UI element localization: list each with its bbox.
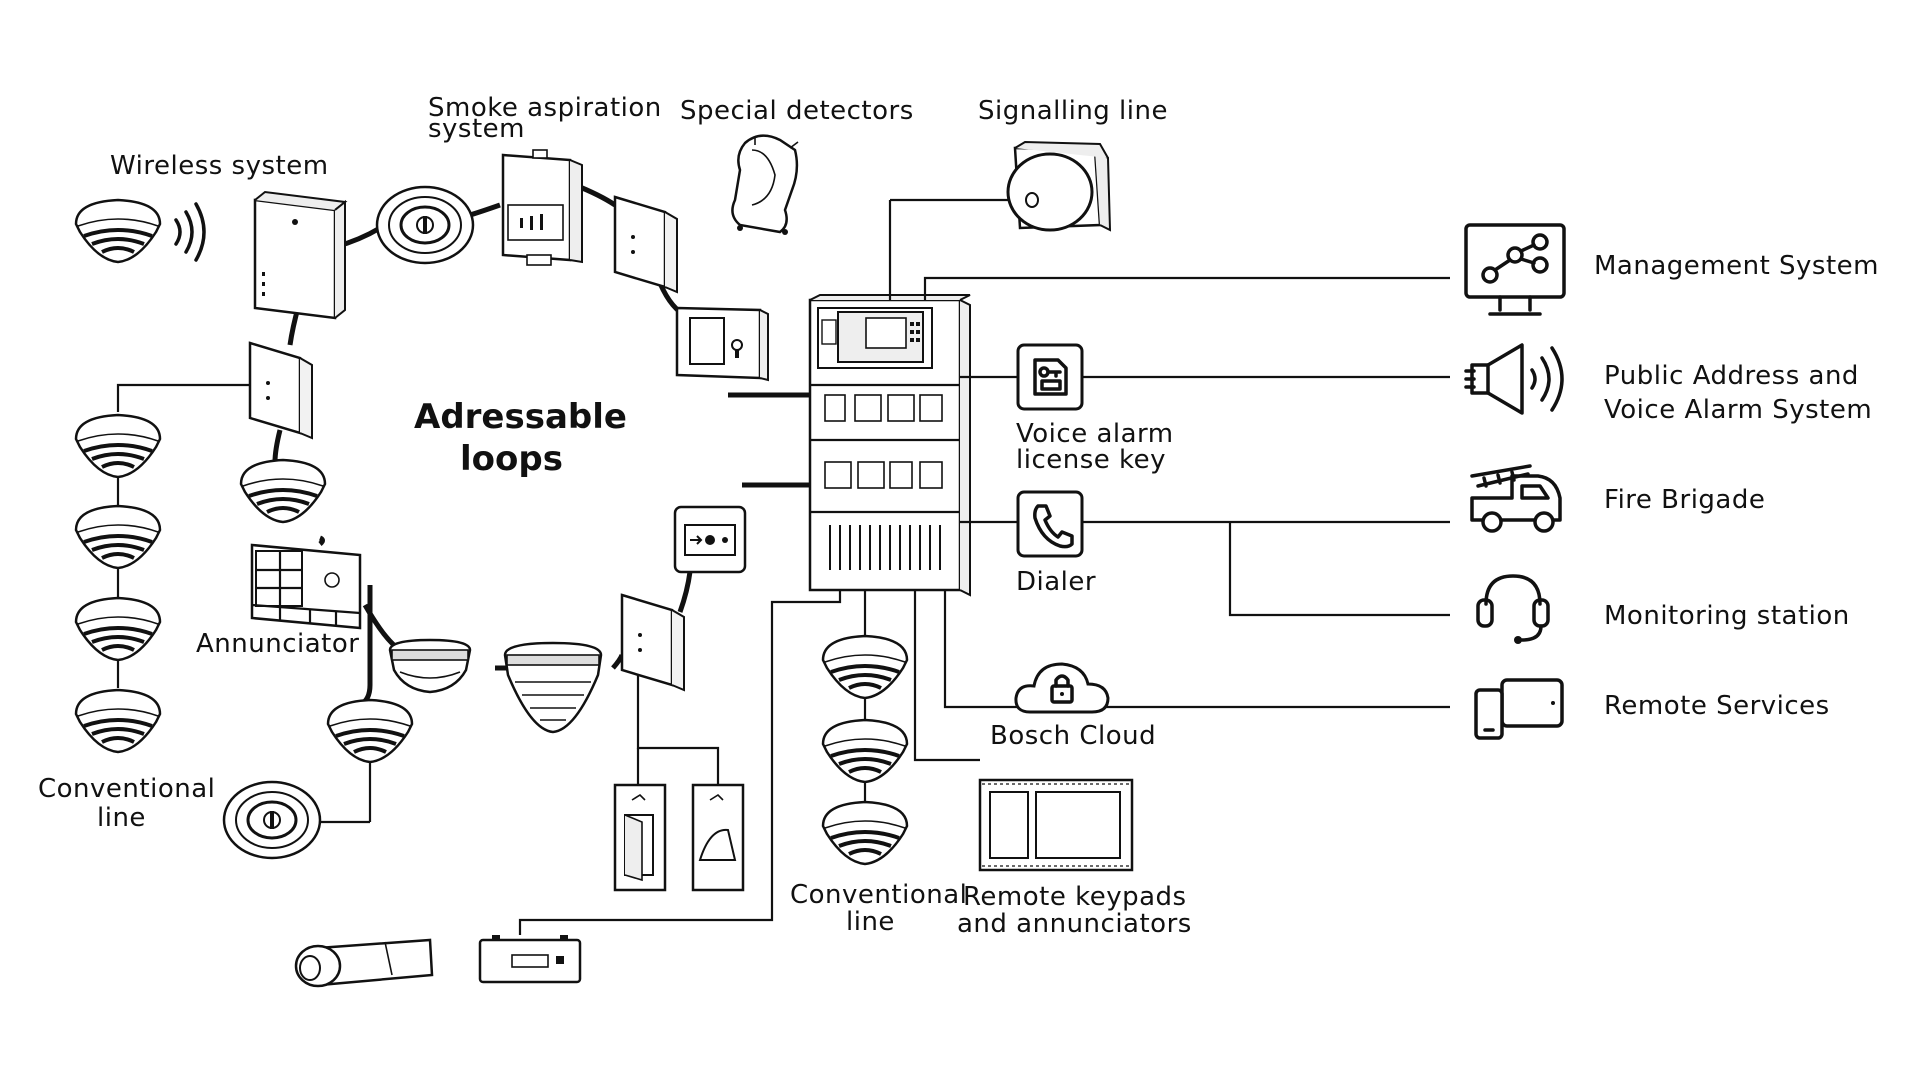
smoke-aspiration-unit: [501, 149, 583, 266]
conventional-detector-3: [74, 596, 162, 662]
bottom-loop-module: [620, 593, 686, 692]
fire-truck-icon: [1470, 464, 1562, 533]
heat-detector-bottom: [388, 638, 472, 694]
loudspeaker-icon: [1464, 343, 1564, 415]
label-voice-alarm-key-1: Voice alarm: [1016, 419, 1174, 449]
mid-conventional-detector-3: [821, 800, 909, 866]
label-smoke-aspiration-2: system: [428, 114, 525, 144]
label-dialer: Dialer: [1016, 567, 1096, 597]
cctv-camera: [294, 938, 434, 988]
door-holder-1: [613, 783, 667, 892]
manual-call-point: [673, 505, 747, 574]
cloud-lock-icon: [1014, 662, 1110, 714]
label-conventional-line-left-2: line: [97, 803, 146, 833]
loop-detector-bottom: [326, 698, 414, 764]
label-special-detectors: Special detectors: [680, 96, 914, 126]
label-remote-keypads-2: and annunciators: [957, 909, 1192, 939]
connection-lines: [116, 198, 1450, 935]
phone-icon: [1016, 490, 1084, 558]
label-public-address-2: Voice Alarm System: [1604, 395, 1872, 425]
wireless-gateway: [253, 190, 348, 320]
label-addressable-loops-1: Adressable: [414, 397, 627, 437]
special-detector-flame: [731, 134, 799, 235]
label-conventional-line-left-1: Conventional: [38, 774, 215, 804]
remote-keypad: [978, 778, 1134, 872]
wireless-detector: [74, 198, 206, 264]
label-fire-brigade: Fire Brigade: [1604, 485, 1765, 515]
loop-module-left: [248, 341, 314, 440]
label-management-system: Management System: [1594, 251, 1879, 281]
label-wireless-system: Wireless system: [110, 151, 329, 181]
label-smoke-aspiration-1: Smoke aspiration: [428, 93, 662, 123]
signalling-sounder: [1006, 140, 1112, 232]
sim-key-icon: [1016, 343, 1084, 411]
loop-round-detector-bottom: [222, 780, 322, 860]
aspiration-round-detector: [375, 185, 475, 265]
conventional-detector-2: [74, 504, 162, 570]
label-public-address-1: Public Address and: [1604, 361, 1859, 391]
loop-detector-left: [239, 458, 327, 524]
label-conventional-line-mid-2: line: [846, 907, 895, 937]
door-holder-2: [691, 783, 745, 892]
label-voice-alarm-key-2: license key: [1016, 445, 1166, 475]
mid-conventional-detector-2: [821, 718, 909, 784]
label-monitoring-station: Monitoring station: [1604, 601, 1850, 631]
fire-panel: [808, 294, 971, 597]
label-addressable-loops-2: loops: [460, 439, 563, 479]
label-signalling-line: Signalling line: [978, 96, 1168, 126]
label-remote-keypads-1: Remote keypads: [963, 882, 1187, 912]
conventional-detector-1: [74, 413, 162, 479]
phone-tablet-icon: [1474, 678, 1564, 740]
special-detectors-module: [613, 195, 679, 294]
multi-sensor-detector: [503, 641, 603, 734]
label-annunciator: Annunciator: [196, 629, 359, 659]
door-interface-module: [675, 306, 769, 382]
video-encoder: [478, 935, 582, 984]
annunciator-panel: [250, 543, 362, 630]
conventional-detector-4: [74, 688, 162, 754]
mid-conventional-detector-1: [821, 634, 909, 700]
label-bosch-cloud: Bosch Cloud: [990, 721, 1156, 751]
label-conventional-line-mid-1: Conventional: [790, 880, 967, 910]
headset-icon: [1476, 574, 1550, 644]
monitor-network-icon: [1464, 223, 1566, 316]
label-remote-services: Remote Services: [1604, 691, 1830, 721]
